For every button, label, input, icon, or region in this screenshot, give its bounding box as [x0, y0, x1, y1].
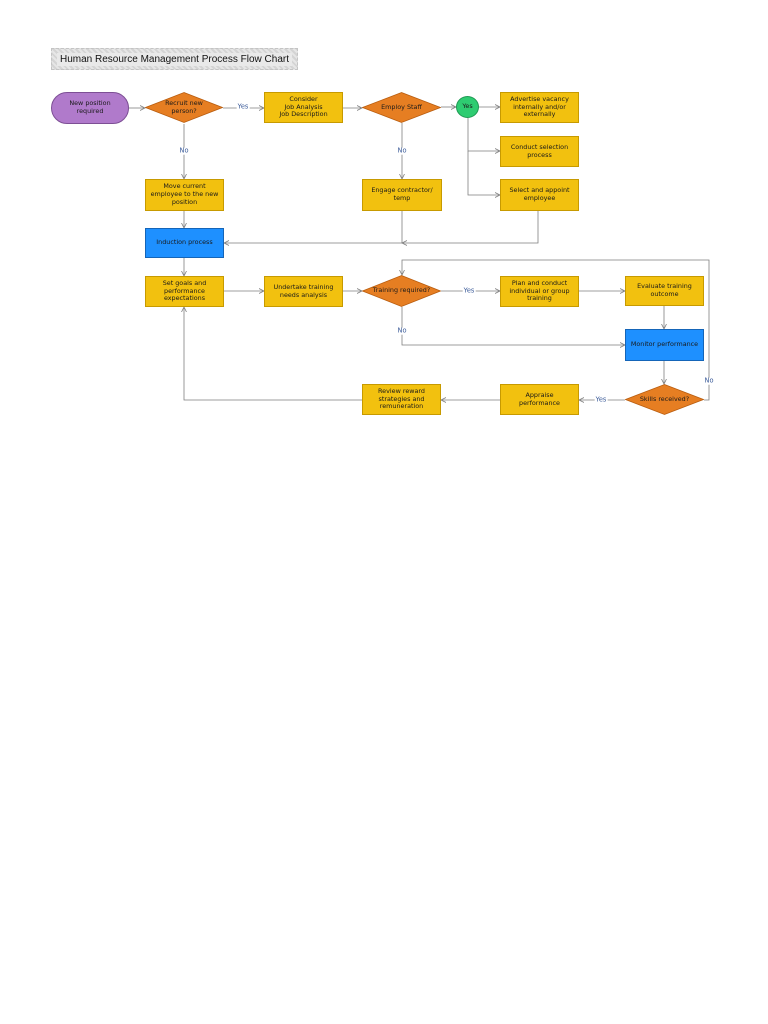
- edge-label-recruit-yes: Yes: [236, 102, 250, 111]
- chart-title-text: Human Resource Management Process Flow C…: [57, 52, 292, 66]
- chart-title: Human Resource Management Process Flow C…: [51, 48, 298, 70]
- edge-appoint-to-induction: [402, 211, 539, 243]
- node-training-needs-analysis: Undertake training needs analysis: [264, 276, 343, 307]
- node-consider-job-analysis: Consider Job Analysis Job Description: [264, 92, 343, 123]
- edge-review-to-goals: [184, 307, 362, 401]
- edge-yes-to-selection: [467, 118, 500, 151]
- node-monitor-performance: Monitor performance: [625, 329, 704, 361]
- node-recruit-new-person-decision: Recruit new person?: [145, 92, 223, 123]
- node-review-reward: Review reward strategies and remuneratio…: [362, 384, 441, 415]
- edge-contractor-to-induction: [224, 211, 403, 243]
- node-move-current-employee: Move current employee to the new positio…: [145, 179, 224, 211]
- node-new-position-required: New position required: [51, 92, 129, 124]
- node-evaluate-training: Evaluate training outcome: [625, 276, 704, 306]
- node-employ-staff-decision: Employ Staff: [362, 92, 441, 123]
- node-conduct-selection: Conduct selection process: [500, 136, 579, 167]
- edge-label-training-no: No: [396, 326, 408, 335]
- node-skills-received-decision: Skills received?: [625, 384, 704, 415]
- edge-training-no: [401, 307, 625, 345]
- edge-label-skills-no: No: [703, 376, 715, 385]
- node-engage-contractor: Engage contractor/ temp: [362, 179, 442, 211]
- edge-yes-to-appoint: [467, 151, 500, 195]
- edge-skills-no: [402, 259, 710, 401]
- node-training-required-decision: Training required?: [362, 275, 441, 307]
- node-yes-circle: Yes: [456, 96, 479, 118]
- node-set-goals: Set goals and performance expectations: [145, 276, 224, 307]
- edge-label-skills-yes: Yes: [594, 395, 608, 404]
- node-plan-conduct-training: Plan and conduct individual or group tra…: [500, 276, 579, 307]
- node-select-appoint: Select and appoint employee: [500, 179, 579, 211]
- node-induction-process: Induction process: [145, 228, 224, 258]
- edge-label-recruit-no: No: [178, 146, 190, 155]
- edge-label-employ-no: No: [396, 146, 408, 155]
- edge-label-training-yes: Yes: [462, 286, 476, 295]
- node-appraise-performance: Appraise performance: [500, 384, 579, 415]
- node-advertise-vacancy: Advertise vacancy internally and/or exte…: [500, 92, 579, 123]
